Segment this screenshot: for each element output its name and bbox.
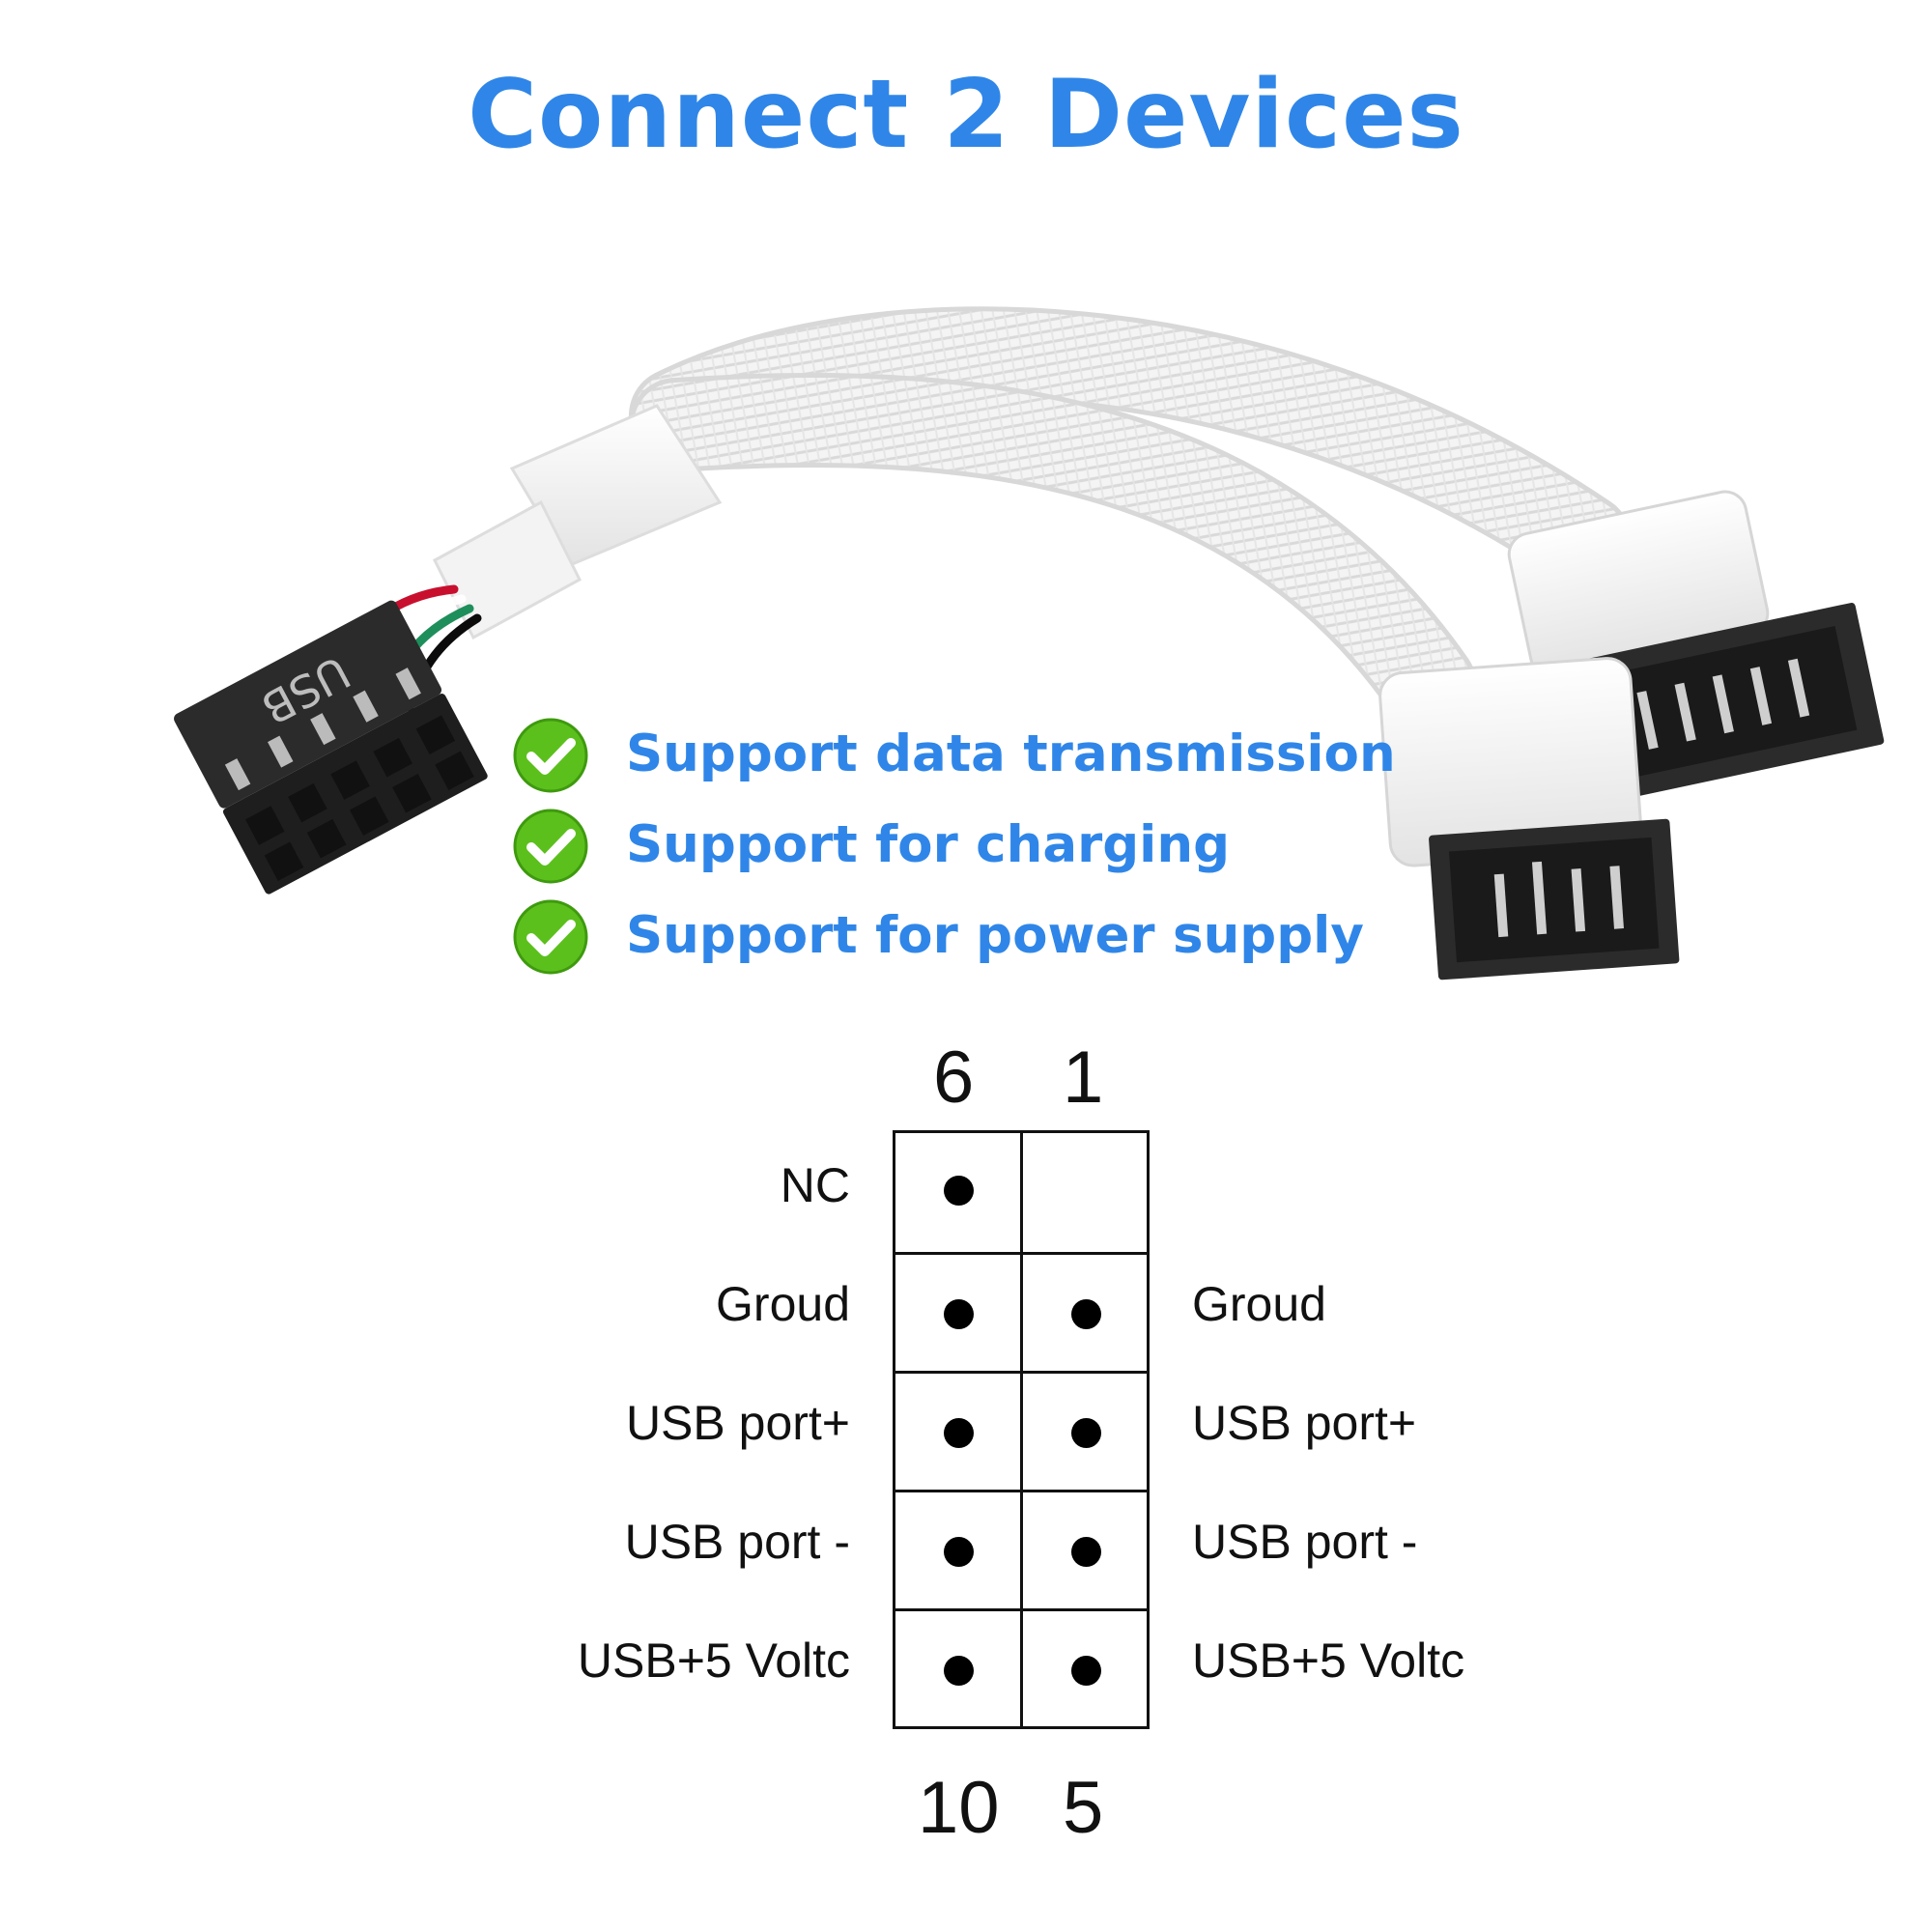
- pin-cell: [1022, 1252, 1150, 1371]
- pin-number-bottom-left: 10: [918, 1767, 1000, 1849]
- pin-dot: [1070, 1418, 1101, 1448]
- check-icon: [513, 809, 588, 884]
- feature-item: Support for power supply: [512, 898, 1381, 980]
- pin-label-left: USB+5 Voltc: [577, 1634, 850, 1688]
- pin-cell: [1022, 1608, 1150, 1727]
- pin-cell: [895, 1133, 1023, 1252]
- pin-cell: [895, 1371, 1023, 1490]
- pinout-grid: [893, 1130, 1150, 1729]
- usb-header-male-connector-lower: [1378, 657, 1680, 980]
- pin-cell: [895, 1608, 1023, 1727]
- pin-dot: [944, 1299, 974, 1329]
- pin-dot: [944, 1176, 974, 1206]
- pin-dot: [944, 1656, 974, 1686]
- pin-number-bottom-right: 5: [1063, 1767, 1104, 1849]
- pin-dot: [1070, 1537, 1101, 1567]
- feature-item: Support for charging: [512, 808, 1381, 889]
- pin-cell: [1022, 1371, 1150, 1490]
- pin-number-top-right: 1: [1063, 1037, 1104, 1119]
- check-icon: [513, 899, 588, 975]
- pin-cell: [895, 1490, 1023, 1608]
- check-icon: [513, 718, 588, 793]
- pin-cell: [1023, 1133, 1151, 1252]
- pin-label-right: Groud: [1192, 1277, 1326, 1331]
- pin-label-right: USB port+: [1192, 1396, 1417, 1450]
- pin-dot: [944, 1418, 974, 1448]
- pin-dot: [1070, 1656, 1101, 1686]
- pin-number-top-left: 6: [933, 1037, 975, 1119]
- pin-dot: [944, 1537, 974, 1567]
- heat-shrink-sleeve: [433, 404, 723, 640]
- pin-label-left: Groud: [716, 1277, 850, 1331]
- pin-cell: [895, 1252, 1023, 1371]
- pin-label-left: USB port -: [624, 1515, 850, 1569]
- page-title: Connect 2 Devices: [468, 60, 1464, 170]
- pin-dot: [1070, 1299, 1101, 1329]
- feature-text: Support for power supply: [626, 906, 1364, 965]
- pin-label-left: USB port+: [625, 1396, 850, 1450]
- feature-item: Support data transmission: [512, 717, 1396, 798]
- feature-text: Support data transmission: [626, 724, 1396, 783]
- pin-cell: [1022, 1490, 1150, 1608]
- feature-text: Support for charging: [626, 815, 1231, 874]
- pin-label-right: USB+5 Voltc: [1192, 1634, 1465, 1688]
- pin-label-left: NC: [780, 1158, 850, 1212]
- pin-label-right: USB port -: [1192, 1515, 1418, 1569]
